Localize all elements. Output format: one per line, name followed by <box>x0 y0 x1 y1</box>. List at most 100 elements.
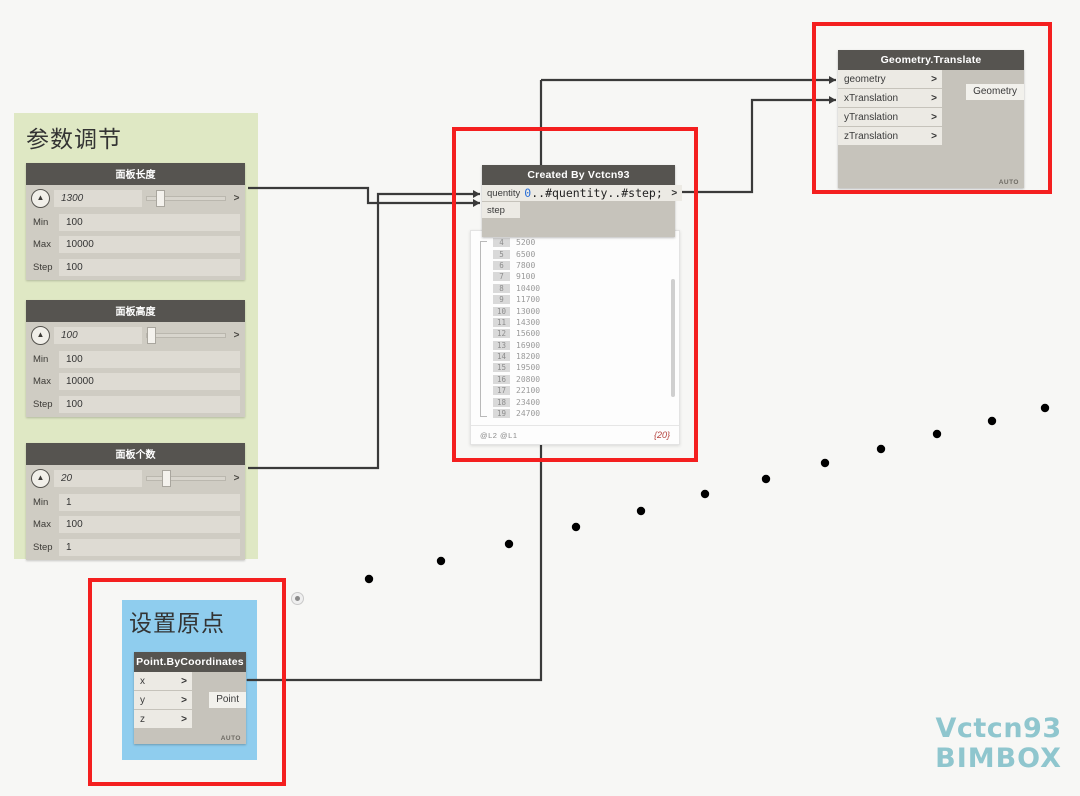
slider-node-panel-height[interactable]: 面板高度 ▲ 100 > Min 100 Max 10000 Step 100 <box>26 300 245 417</box>
preview-row-value: 15600 <box>516 329 541 339</box>
slider-title-panel-count: 面板个数 <box>26 443 245 465</box>
output-port-point[interactable]: Point <box>209 692 246 708</box>
node-title-translate: Geometry.Translate <box>838 50 1024 70</box>
slider-max-row: Max 10000 <box>26 370 245 392</box>
min-input[interactable]: 100 <box>59 350 240 368</box>
output-label-geometry: Geometry <box>966 84 1024 100</box>
code-literal-zero: 0 <box>524 186 532 200</box>
slider-step-row: Step 100 <box>26 392 245 417</box>
preview-row-value: 18200 <box>516 352 541 362</box>
preview-row-index: 16 <box>493 374 510 384</box>
geometry-point <box>700 489 710 499</box>
input-port-z[interactable]: z > <box>134 710 192 729</box>
step-label: Step <box>33 542 53 553</box>
node-code-block[interactable]: Created By Vctcn93 quentity step 0..#que… <box>482 165 682 237</box>
min-input[interactable]: 1 <box>59 493 240 511</box>
chevron-up-icon[interactable]: ▲ <box>31 188 50 208</box>
slider-track[interactable] <box>146 326 226 344</box>
watermark: Vctcn93 BIMBOX <box>935 713 1062 774</box>
input-port-quentity[interactable]: quentity <box>482 185 521 202</box>
preview-row-index: 18 <box>493 397 510 407</box>
preview-row-value: 23400 <box>516 397 541 407</box>
slider-value-input[interactable]: 1300 <box>54 189 142 207</box>
input-port-ytranslation[interactable]: yTranslation > <box>838 108 942 127</box>
output-port-code-block[interactable]: > <box>666 185 682 201</box>
slider-main-row[interactable]: ▲ 1300 > <box>26 185 245 211</box>
preview-scrollbar[interactable] <box>671 279 675 397</box>
slider-thumb[interactable] <box>156 189 166 207</box>
chevron-up-icon[interactable]: ▲ <box>31 325 50 345</box>
preview-row-value: 20800 <box>516 374 541 384</box>
slider-max-row: Max 10000 <box>26 233 245 255</box>
input-port-y[interactable]: y > <box>134 691 192 710</box>
geometry-point <box>876 444 886 454</box>
slider-output-port[interactable]: > <box>233 329 240 341</box>
preview-row-index: 13 <box>493 340 510 350</box>
slider-node-panel-count[interactable]: 面板个数 ▲ 20 > Min 1 Max 100 Step 1 <box>26 443 245 560</box>
step-input[interactable]: 100 <box>59 396 240 413</box>
preview-row-value: 9100 <box>516 272 536 282</box>
node-body-translate: geometry > xTranslation > yTranslation >… <box>838 70 1024 188</box>
slider-output-port[interactable]: > <box>233 472 240 484</box>
code-block-editor[interactable]: 0..#quentity..#step; <box>520 185 667 201</box>
preview-row-index: 14 <box>493 352 510 362</box>
geometry-point <box>636 506 646 516</box>
group-title-origin: 设置原点 <box>129 611 225 637</box>
min-input[interactable]: 100 <box>59 213 240 231</box>
slider-thumb[interactable] <box>162 469 171 487</box>
slider-main-row[interactable]: ▲ 20 > <box>26 465 245 491</box>
preview-row-index: 12 <box>493 329 510 339</box>
max-input[interactable]: 10000 <box>59 235 240 253</box>
node-title-code-block: Created By Vctcn93 <box>482 165 675 185</box>
preview-row-index: 8 <box>493 283 510 293</box>
slider-thumb[interactable] <box>146 326 156 344</box>
slider-value-input[interactable]: 100 <box>54 326 142 344</box>
preview-row-value: 22100 <box>516 386 541 396</box>
input-port-ztranslation[interactable]: zTranslation > <box>838 127 942 146</box>
node-point-bycoordinates[interactable]: Point.ByCoordinates x > y > z > Point A <box>134 652 246 744</box>
geometry-point <box>1040 403 1050 413</box>
geometry-point <box>761 474 771 484</box>
step-input[interactable]: 100 <box>59 259 240 276</box>
input-port-xtranslation[interactable]: xTranslation > <box>838 89 942 108</box>
preview-row-index: 7 <box>493 272 510 282</box>
slider-track[interactable] <box>146 189 226 207</box>
slider-title-panel-height: 面板高度 <box>26 300 245 322</box>
step-label: Step <box>33 262 53 273</box>
preview-row-value: 6500 <box>516 249 536 259</box>
slider-main-row[interactable]: ▲ 100 > <box>26 322 245 348</box>
port-label-x: x <box>134 672 176 691</box>
geometry-point <box>364 574 374 584</box>
preview-row-index: 5 <box>493 249 510 259</box>
geometry-point <box>436 556 446 566</box>
slider-value-input[interactable]: 20 <box>54 469 142 487</box>
max-input[interactable]: 100 <box>59 515 240 533</box>
input-port-x[interactable]: x > <box>134 672 192 691</box>
input-port-geometry[interactable]: geometry > <box>838 70 942 89</box>
step-input[interactable]: 1 <box>59 539 240 556</box>
port-label-ytranslation: yTranslation <box>838 108 926 127</box>
input-port-step[interactable]: step <box>482 202 521 219</box>
port-label-geometry: geometry <box>838 70 926 89</box>
preview-row-value: 19500 <box>516 363 541 373</box>
slider-output-port[interactable]: > <box>233 192 240 204</box>
node-body-code-block: quentity step 0..#quentity..#step; > <box>482 185 682 237</box>
max-input[interactable]: 10000 <box>59 372 240 390</box>
list-bracket <box>480 241 487 417</box>
slider-node-panel-length[interactable]: 面板长度 ▲ 1300 > Min 100 Max 10000 Step 100 <box>26 163 245 280</box>
min-label: Min <box>33 216 49 228</box>
slider-track[interactable] <box>146 469 226 487</box>
chevron-up-icon[interactable]: ▲ <box>31 468 50 488</box>
node-geometry-translate[interactable]: Geometry.Translate geometry > xTranslati… <box>838 50 1024 188</box>
preview-row: 18 23400 <box>471 396 679 407</box>
preview-row: 7 9100 <box>471 271 679 282</box>
output-port-geometry[interactable]: Geometry <box>966 84 1024 100</box>
geometry-point <box>987 416 997 426</box>
